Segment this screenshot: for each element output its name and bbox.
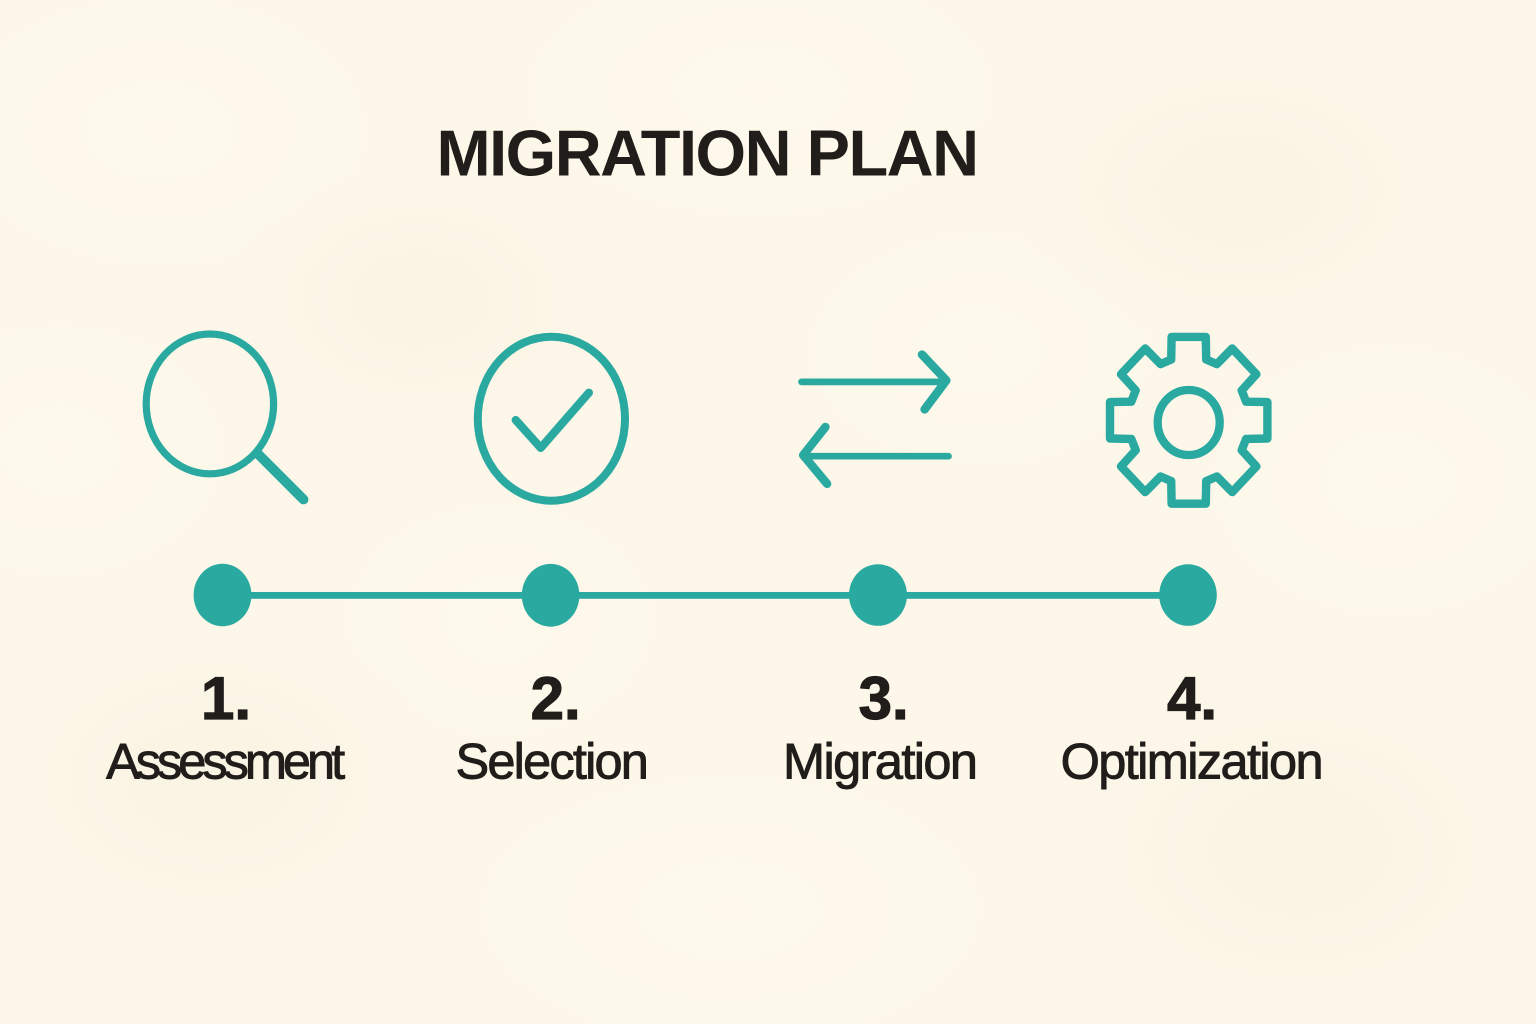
svg-text:2.: 2. [531,665,581,732]
svg-text:Optimization: Optimization [1061,733,1322,790]
svg-text:MIGRATION PLAN: MIGRATION PLAN [436,117,977,190]
svg-text:Selection: Selection [456,733,648,790]
svg-text:Migration: Migration [783,733,976,790]
svg-text:Assessment: Assessment [106,733,345,790]
svg-text:1.: 1. [201,665,251,732]
svg-text:4.: 4. [1167,665,1217,732]
svg-text:3.: 3. [859,665,909,732]
